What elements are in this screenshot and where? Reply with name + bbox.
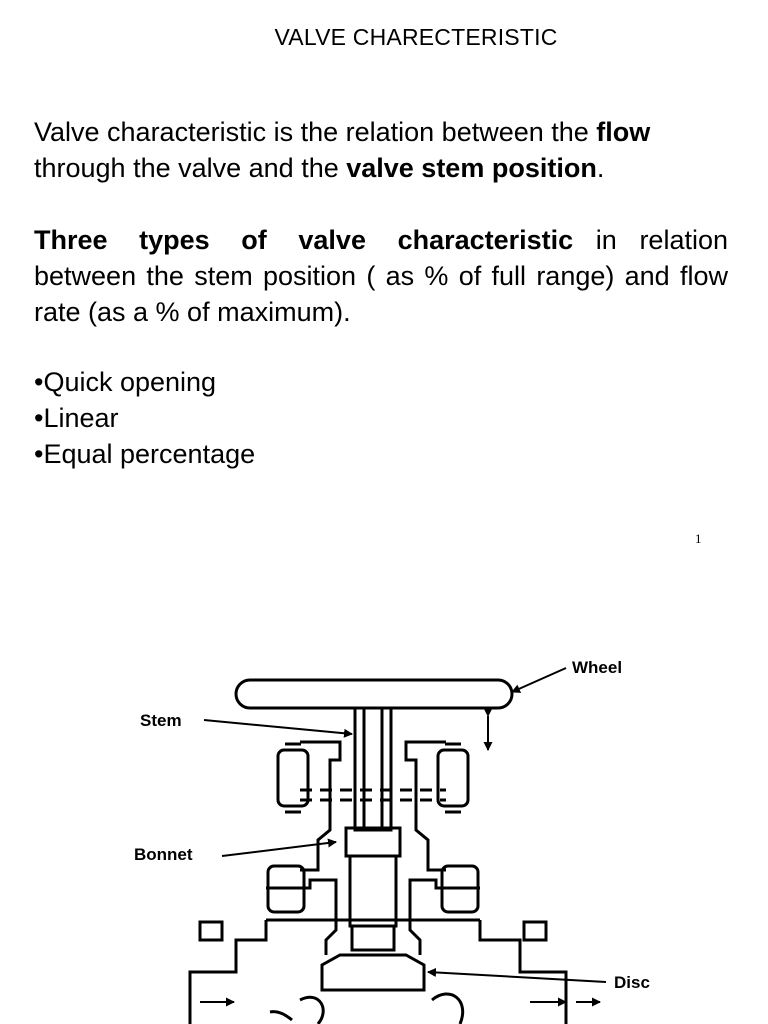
- page-number: 1: [695, 531, 702, 546]
- disc-shape: [320, 953, 426, 992]
- stem-label: Stem: [140, 711, 182, 730]
- definition-bold-stem-position: valve stem position: [346, 153, 597, 183]
- wheel-label: Wheel: [572, 658, 622, 677]
- stem-shape: [353, 706, 393, 832]
- definition-bold-flow: flow: [596, 117, 651, 147]
- threaded-section: [348, 854, 398, 928]
- bonnet-flange-shape: [266, 878, 480, 955]
- list-item: •Equal percentage: [34, 439, 256, 469]
- definition-text-1: Valve characteristic is the relation bet…: [34, 117, 597, 147]
- yoke-shape: [300, 740, 446, 872]
- characteristic-list: •Quick opening •Linear •Equal percentage: [34, 364, 255, 472]
- types-paragraph: Three types of valve characteristic in r…: [34, 222, 728, 330]
- list-item: •Linear: [34, 403, 119, 433]
- globe-valve-diagram: Wheel Stem Bonnet Disc: [134, 658, 650, 1024]
- handwheel-shape: [234, 678, 514, 710]
- bolt-shape: [266, 864, 306, 914]
- valve-body-shape: [188, 920, 568, 1024]
- list-item: •Quick opening: [34, 367, 217, 397]
- definition-text-3: .: [596, 153, 605, 183]
- definition-text-2: through the valve and the: [34, 153, 347, 183]
- bolt-shape: [440, 864, 480, 914]
- bolt-shape: [436, 748, 470, 808]
- bonnet-label: Bonnet: [134, 845, 193, 864]
- slide-title: VALVE CHARECTERISTIC: [274, 24, 558, 50]
- definition-paragraph: Valve characteristic is the relation bet…: [34, 114, 728, 186]
- types-bold-lead: Three types of valve characteristic: [34, 225, 574, 255]
- bolt-shape: [276, 748, 310, 808]
- types-text: in relation between the stem position ( …: [34, 225, 728, 327]
- packing-shape: [344, 826, 402, 858]
- disc-label: Disc: [614, 973, 650, 992]
